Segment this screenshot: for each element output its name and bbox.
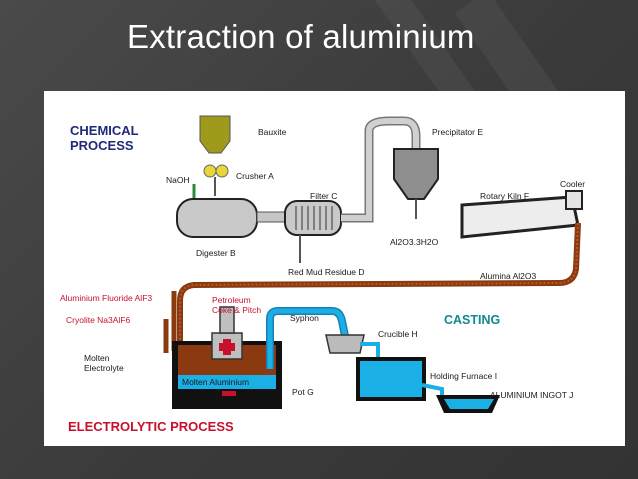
al2o3-3h2o-label: Al2O3.3H2O: [390, 237, 439, 247]
aluminium-ingot: [444, 399, 494, 409]
chemical-process-heading: CHEMICAL PROCESS: [70, 123, 139, 153]
bauxite-hopper: [199, 115, 231, 154]
pot-label: Pot G: [292, 387, 314, 397]
filter-plates: [295, 206, 333, 230]
crucible: [325, 334, 365, 354]
pipe-digester-filter: [256, 211, 286, 223]
syphon-label: Syphon: [290, 313, 319, 323]
rotary-kiln-label: Rotary Kiln F: [480, 191, 530, 201]
casting-heading: CASTING: [444, 313, 501, 327]
molten-electrolyte-label: Molten Electrolyte: [84, 353, 124, 373]
crusher-rollers: [203, 164, 229, 178]
cooler-label: Cooler: [560, 179, 586, 189]
molten-aluminium: [178, 375, 276, 389]
diagram-panel: CHEMICAL PROCESS ELECTROLYTIC PROCESS CA…: [44, 91, 625, 446]
bauxite-label: Bauxite: [258, 127, 287, 137]
alumina-conveyor-texture: [179, 222, 579, 341]
naoh-label: NaOH: [166, 175, 190, 185]
anode-plus-sign: [219, 339, 235, 355]
cathode-minus: [222, 391, 236, 396]
crucible-pour: [360, 342, 380, 361]
rotary-kiln: [460, 195, 580, 239]
aluminium-fluoride-label: Aluminium Fluoride AlF3: [60, 293, 153, 303]
anode-rod: [219, 306, 235, 334]
pipe-filter-precipitator: [341, 118, 419, 221]
precipitator-label: Precipitator E: [432, 127, 484, 137]
filter: [284, 200, 342, 236]
ingot-label: ALUMINIUM INGOT J: [490, 390, 574, 400]
holding-furnace-label: Holding Furnace I: [430, 371, 498, 381]
petroleum-coke-label: Petroleum Coke & Pitch: [212, 295, 262, 315]
digester-label: Digester B: [196, 248, 236, 258]
red-mud-label: Red Mud Residue D: [288, 267, 365, 277]
electrolytic-process-heading: ELECTROLYTIC PROCESS: [68, 419, 234, 434]
crusher-label: Crusher A: [236, 171, 274, 181]
process-diagram: [163, 115, 583, 413]
cooler: [565, 190, 583, 210]
crucible-label: Crucible H: [378, 329, 418, 339]
cryolite-label: Cryolite Na3AlF6: [66, 315, 131, 325]
syphon: [267, 308, 349, 369]
molten-aluminium-label: Molten Aluminium: [182, 377, 250, 387]
filter-label: Filter C: [310, 191, 338, 201]
precipitator: [393, 148, 439, 200]
holding-furnace-metal: [360, 361, 422, 397]
alumina-conveyor: [177, 222, 581, 341]
digester: [176, 198, 258, 238]
slide-title: Extraction of aluminium: [127, 18, 475, 55]
alumina-label: Alumina Al2O3: [480, 271, 537, 281]
